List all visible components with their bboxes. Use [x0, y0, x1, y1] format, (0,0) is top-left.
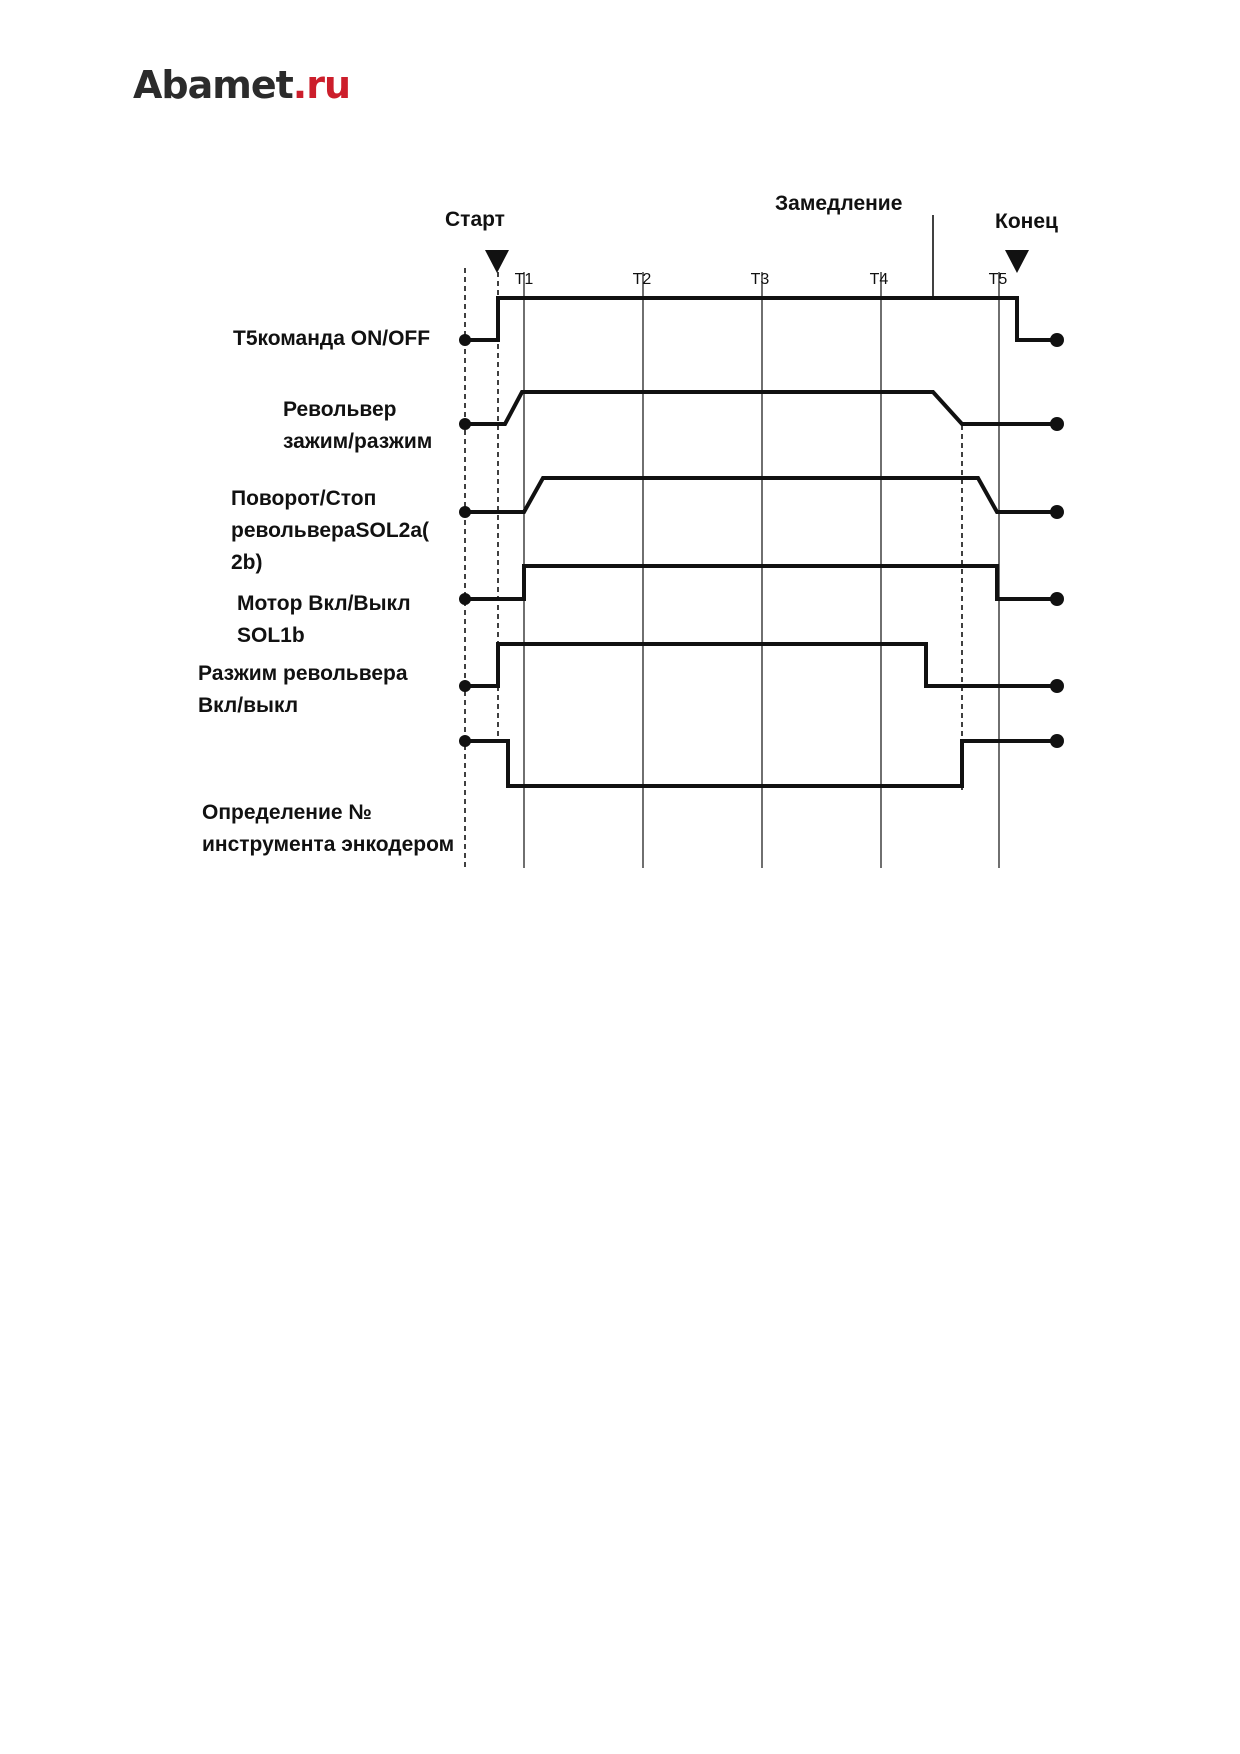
waveform-tool-detect: [465, 739, 1057, 788]
signal-start-dot: [459, 506, 471, 518]
signal-label-turret-rotation: Поворот/Стоп: [231, 487, 376, 510]
end-label: Конец: [995, 210, 1058, 233]
tick-label-t2: T2: [633, 271, 652, 288]
signal-label-tool-detect: Определение №: [202, 801, 372, 824]
signal-end-dot: [1050, 333, 1064, 347]
tick-label-t4: T4: [870, 271, 889, 288]
start-label: Старт: [445, 208, 505, 231]
signal-label-turret-clamp: зажим/разжим: [283, 430, 432, 453]
signal-start-dot: [459, 418, 471, 430]
signal-label-unclamp: Разжим револьвера: [198, 662, 408, 685]
signal-end-dot: [1050, 734, 1064, 748]
waveform-turret-clamp: [465, 390, 1057, 426]
waveform-unclamp: [465, 642, 1057, 688]
slowdown-label: Замедление: [775, 192, 902, 215]
signal-label-motor: Мотор Вкл/Выкл: [237, 592, 411, 615]
signal-label-turret-clamp: Револьвер: [283, 398, 397, 421]
signal-label-tool-detect: инструмента энкодером: [202, 833, 454, 856]
signal-start-dot: [459, 735, 471, 747]
signal-label-t5-command: T5команда ON/OFF: [233, 327, 430, 350]
signal-start-dot: [459, 593, 471, 605]
start-marker-icon: [485, 250, 509, 273]
signal-label-turret-rotation: револьвераSOL2a(: [231, 519, 429, 542]
waveform-motor: [465, 564, 1057, 601]
end-marker-icon: [1005, 250, 1029, 273]
signal-start-dot: [459, 334, 471, 346]
signal-end-dot: [1050, 679, 1064, 693]
tick-label-t5: T5: [989, 271, 1008, 288]
logo-dot: .: [292, 63, 307, 107]
logo-main-text: Abamet: [133, 63, 294, 107]
tick-label-t3: T3: [751, 271, 770, 288]
signal-end-dot: [1050, 417, 1064, 431]
signal-label-unclamp: Вкл/выкл: [198, 694, 298, 717]
signal-end-dot: [1050, 505, 1064, 519]
tick-label-t1: T1: [515, 271, 534, 288]
signal-start-dot: [459, 680, 471, 692]
signal-end-dot: [1050, 592, 1064, 606]
waveform-turret-rotation: [465, 476, 1057, 514]
signal-label-turret-rotation: 2b): [231, 551, 263, 574]
waveform-t5-command: [465, 296, 1057, 342]
abamet-logo[interactable]: Abamet.ru: [133, 63, 351, 107]
signal-label-motor: SOL1b: [237, 624, 305, 647]
logo-tld: ru: [306, 63, 351, 107]
